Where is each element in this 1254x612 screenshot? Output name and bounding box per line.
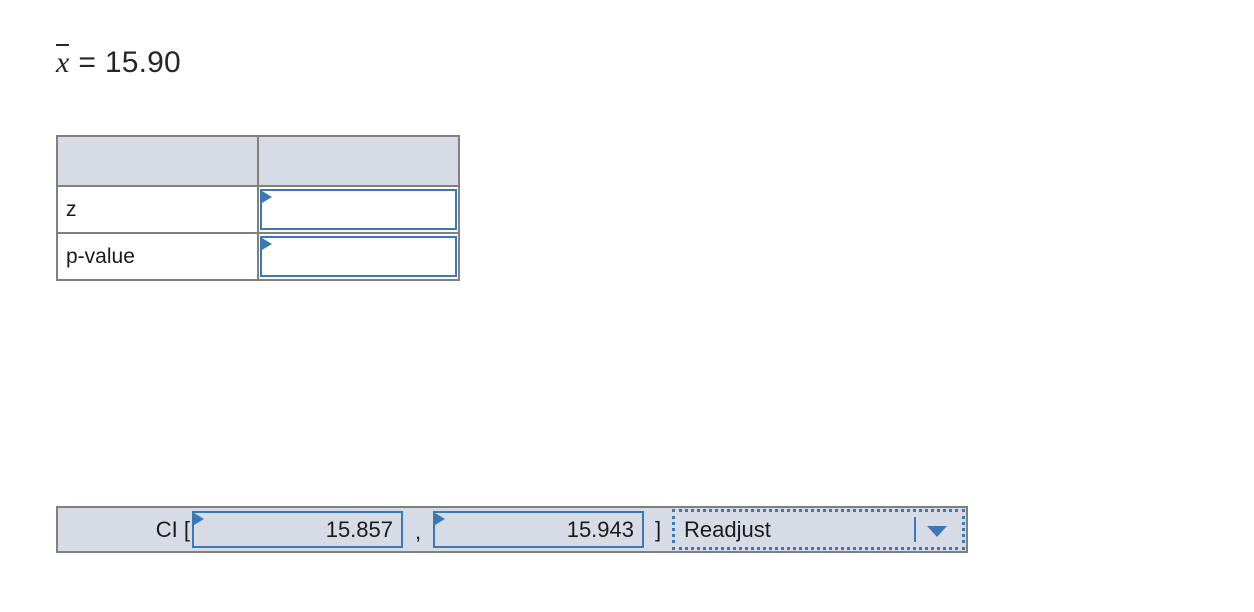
readjust-dropdown-label: Readjust [684,516,771,542]
mean-value: 15.90 [104,46,181,79]
mean-statement: x = 15.90 [56,44,181,82]
ci-lower-bound-input[interactable]: 15.857 [192,511,403,548]
chevron-down-icon[interactable] [927,525,947,537]
header-cell-label [56,135,259,187]
z-input[interactable] [260,189,457,230]
p-value-input[interactable] [260,236,457,277]
play-triangle-icon [262,238,272,250]
row-label-z: z [56,185,259,234]
confidence-interval-strip: CI [ 15.857 , 15.943 ] Readjust [56,506,968,553]
ci-close-bracket: ] [654,516,662,542]
play-triangle-icon [262,191,272,203]
play-triangle-icon [435,513,445,525]
ci-comma-separator: , [414,519,422,544]
equals-sign: = [78,46,96,79]
results-table: z p-value [56,135,460,281]
header-cell-value [257,135,460,187]
readjust-dropdown[interactable]: Readjust [672,509,965,550]
row-field-p-value-cell [257,232,460,281]
table-row: p-value [56,232,460,281]
row-label-p-value: p-value [56,232,259,281]
table-header-row [56,135,460,187]
ci-label: CI [ [155,516,190,542]
x-bar-symbol: x [56,44,70,79]
ci-lower-bound-value: 15.857 [325,516,393,542]
row-field-z-cell [257,185,460,234]
dropdown-divider [914,517,916,542]
ci-upper-bound-input[interactable]: 15.943 [433,511,644,548]
table-row: z [56,185,460,234]
ci-upper-bound-value: 15.943 [566,516,634,542]
play-triangle-icon [194,513,204,525]
